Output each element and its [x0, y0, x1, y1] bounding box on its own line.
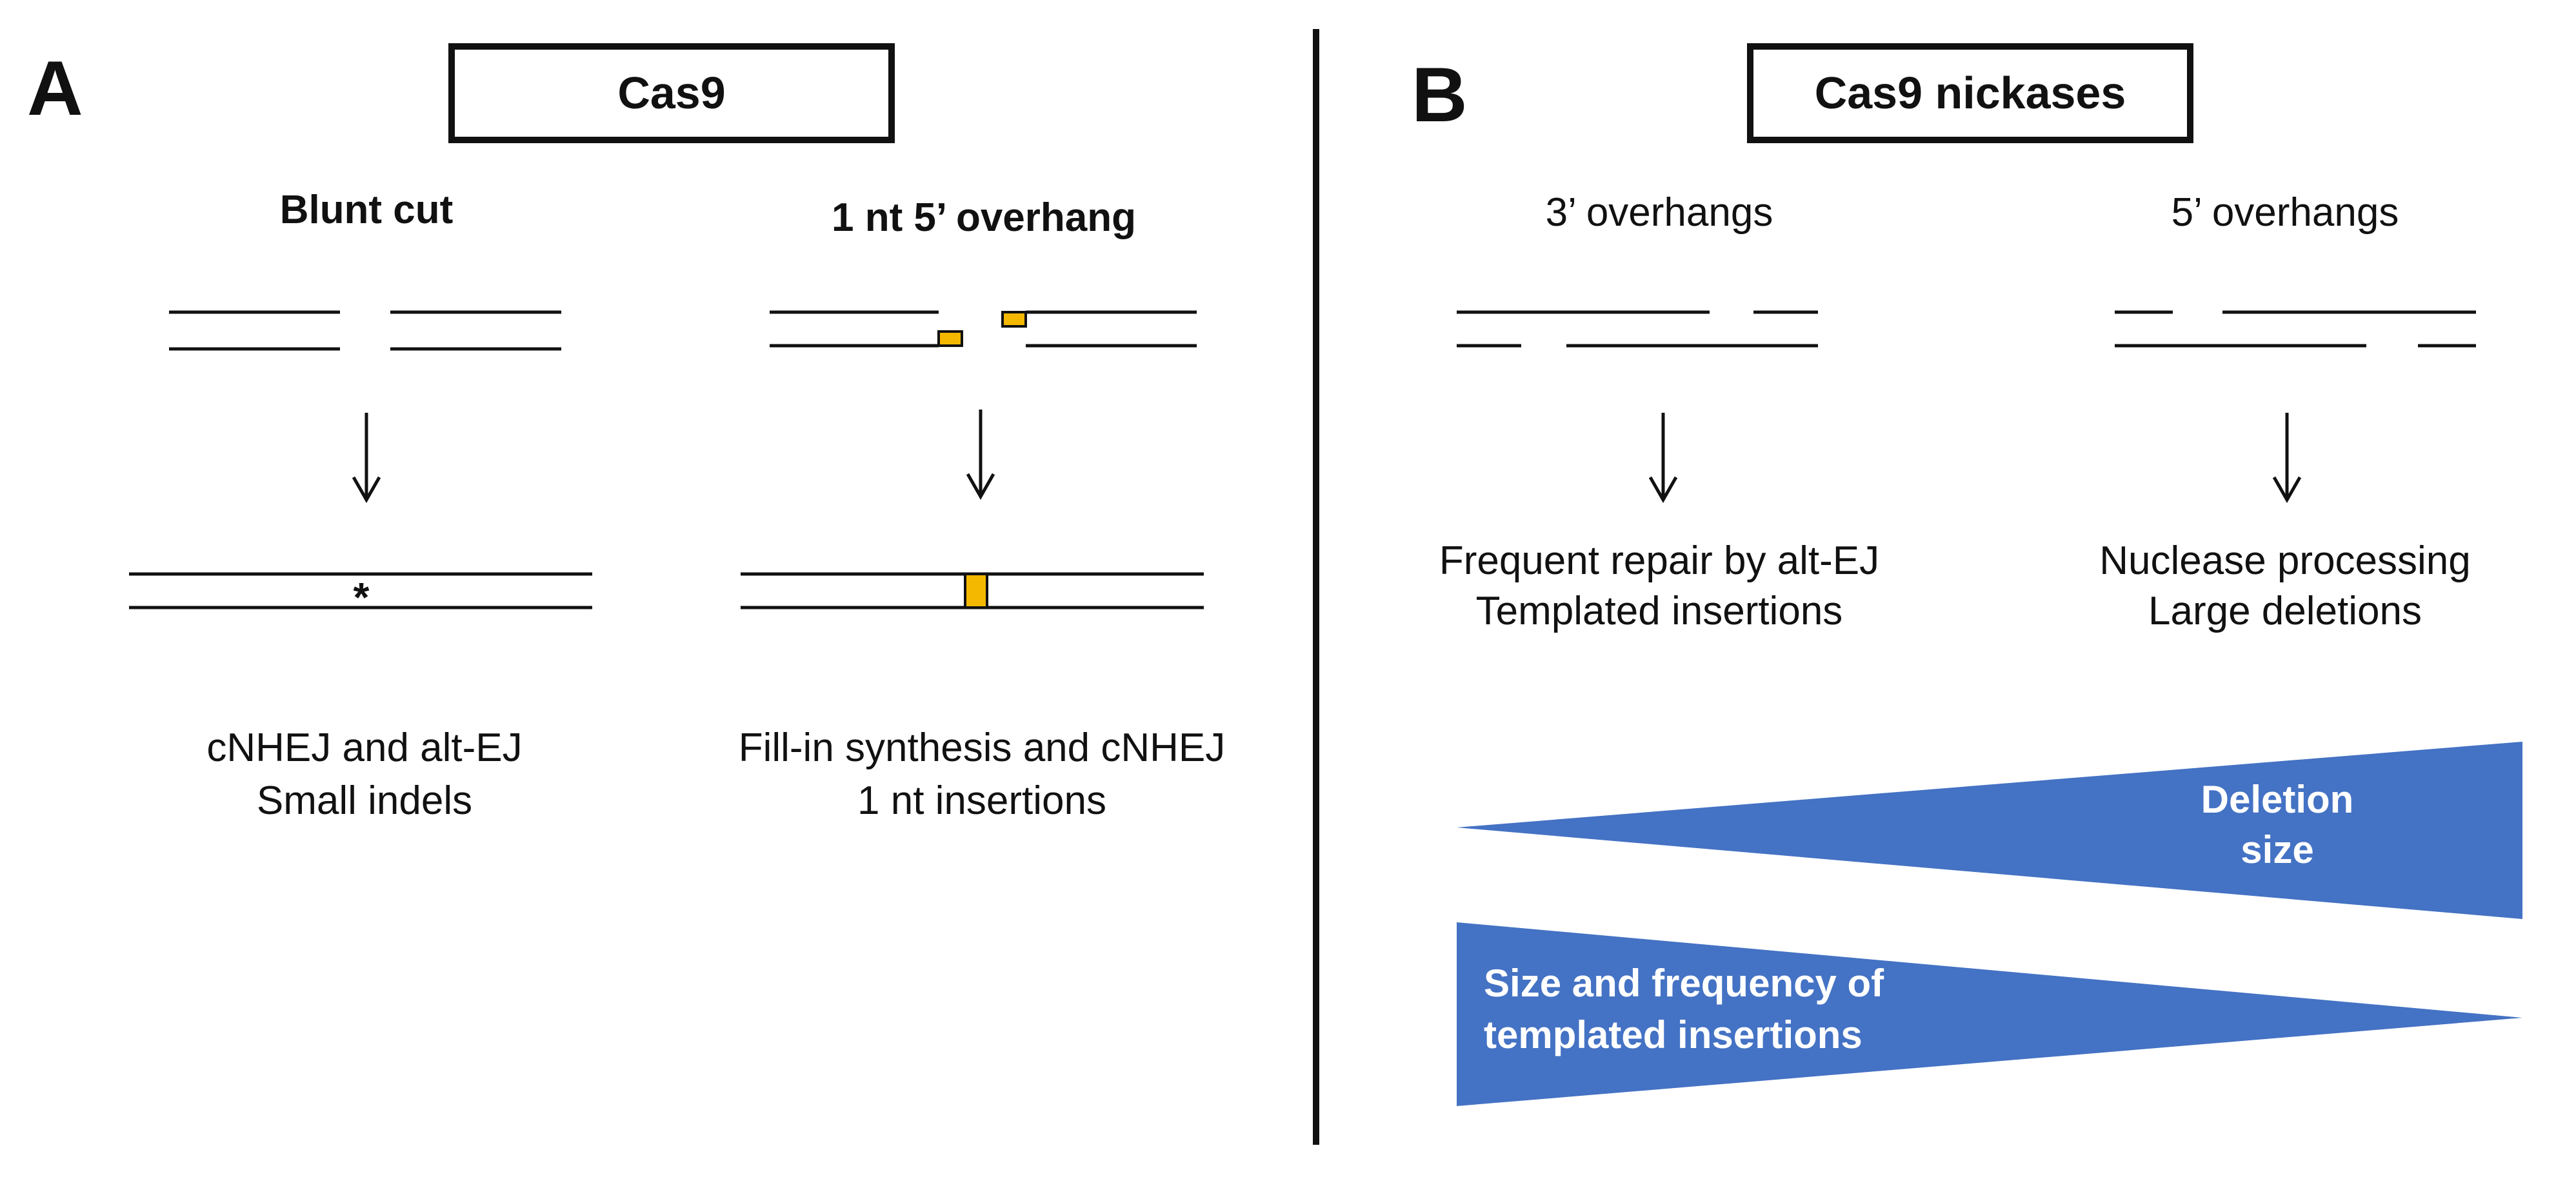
overhang-5prime-arrow — [2272, 413, 2302, 504]
deletion-label-line1: Deletion — [2201, 778, 2354, 821]
blunt-cut-heading: Blunt cut — [280, 188, 454, 232]
indel-marker: * — [354, 574, 370, 620]
overhang-1nt-caption-line2: 1 nt insertions — [857, 778, 1106, 823]
overhang-3prime-caption-line2: Templated insertions — [1476, 589, 1843, 633]
overhang-1nt-repaired-dna — [741, 572, 1204, 609]
panel-b-letter: B — [1412, 52, 1468, 138]
insertion-wedge — [1457, 922, 2522, 1106]
panel-b-title-box — [1747, 43, 2193, 143]
insertion-label-line1: Size and frequency of — [1484, 962, 1884, 1005]
overhang-5prime-caption-line2: Large deletions — [2148, 589, 2422, 633]
overhang-1nt-heading: 1 nt 5’ overhang — [832, 195, 1136, 240]
blunt-cut-dna — [169, 310, 561, 351]
blunt-cut-arrow — [352, 413, 381, 504]
panel-a-title-box — [448, 43, 895, 143]
overhang-5prime-heading: 5’ overhangs — [2172, 190, 2399, 235]
overhang-nucleotide-right — [1001, 311, 1027, 328]
overhang-5prime-caption-line1: Nuclease processing — [2099, 539, 2471, 583]
deletion-label-line2: size — [2241, 828, 2313, 871]
insertion-label-line2: templated insertions — [1484, 1013, 1862, 1056]
overhang-3prime-arrow — [1648, 413, 1678, 504]
overhang-1nt-arrow — [966, 410, 995, 500]
panel-a-letter: A — [27, 45, 83, 132]
overhang-1nt-dna — [770, 310, 1197, 348]
blunt-cut-caption-line2: Small indels — [257, 778, 472, 823]
overhang-3prime-heading: 3’ overhangs — [1546, 190, 1773, 235]
panel-b-title: Cas9 nickases — [1815, 68, 2126, 118]
overhang-3prime-caption-line1: Frequent repair by alt-EJ — [1439, 539, 1879, 583]
overhang-5prime-dna — [2115, 310, 2476, 348]
blunt-cut-repaired-dna — [129, 572, 592, 609]
panel-a-title: Cas9 — [617, 68, 725, 118]
inserted-nucleotide — [964, 573, 988, 609]
deletion-size-wedge — [1457, 742, 2522, 919]
overhang-3prime-dna — [1457, 310, 1818, 348]
overhang-1nt-caption-line1: Fill-in synthesis and cNHEJ — [739, 726, 1226, 770]
overhang-nucleotide-left — [937, 330, 963, 347]
blunt-cut-caption-line1: cNHEJ and alt-EJ — [206, 726, 522, 770]
